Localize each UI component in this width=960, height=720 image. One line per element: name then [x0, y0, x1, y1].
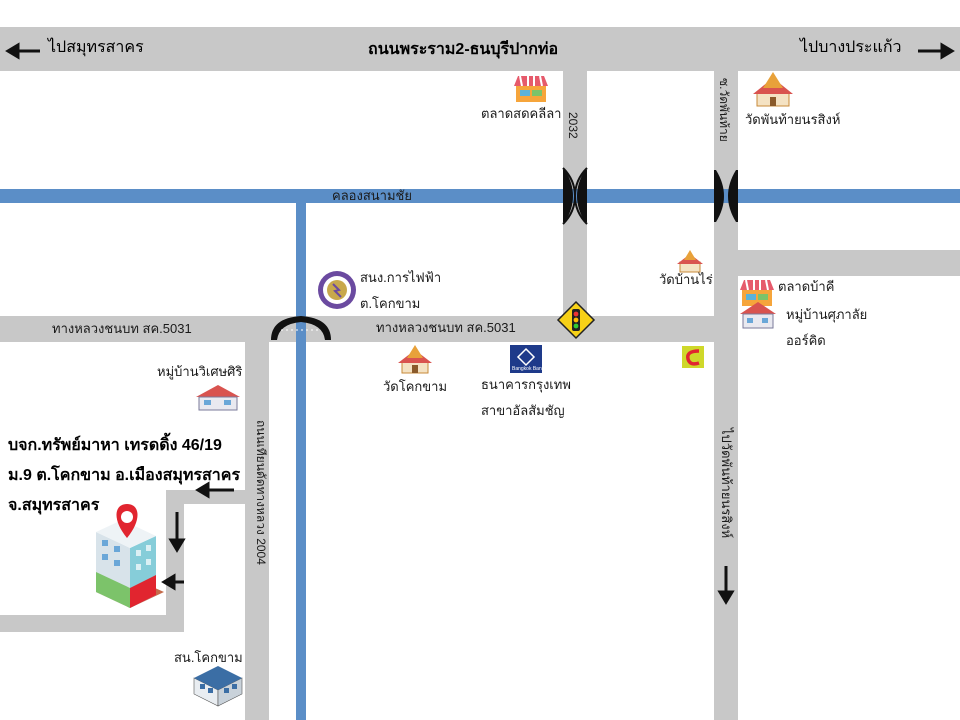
village-wiset-label: หมู่บ้านวิเศษศิริ: [157, 364, 243, 379]
soi-vertical: [166, 504, 184, 632]
market-stall-icon: [740, 279, 774, 306]
market-stall-icon: [514, 75, 548, 102]
main-road-rama2: [0, 27, 960, 71]
electric-authority-label-2: ต.โคกขาม: [360, 296, 421, 311]
direction-label-samut-sakhon: ไปสมุทรสาคร: [48, 39, 144, 56]
location-pin-icon: [116, 504, 138, 538]
temple-icon: [753, 72, 793, 107]
wat-khok-kham-label: วัดโคกขาม: [383, 379, 448, 394]
to-wat-phan-label: ไปวัดพันท้ายนรสิงห์: [719, 428, 734, 539]
bank-label: ธนาคารกรุงเทพ: [481, 377, 571, 392]
bridge-icon: [714, 170, 738, 222]
temple-icon: [677, 250, 703, 273]
electric-authority-seal-icon: [318, 271, 356, 309]
traffic-light-icon: [556, 300, 596, 340]
arrow-left-icon: [5, 42, 40, 60]
bank-logo-text: Bangkok Bank: [512, 366, 545, 372]
canal-sanam-chai: [0, 189, 960, 203]
electric-authority-label: สนง.การไฟฟ้า: [360, 270, 442, 285]
wat-ban-rai-label: วัดบ้านไร่: [659, 272, 713, 287]
arrow-left-icon: [195, 481, 234, 499]
highway-5031-label-left: ทางหลวงชนบท สค.5031: [52, 321, 192, 336]
soi-horizontal-top: [166, 490, 245, 504]
wat-phan-thai-label: วัดพันท้ายนรสิงห์: [745, 112, 841, 127]
bank-logo-icon: [510, 345, 542, 373]
highway-5031: [0, 316, 738, 342]
arrow-left-icon: [161, 573, 184, 591]
temple-icon: [398, 345, 432, 374]
police-station-label: สน.โคกขาม: [174, 650, 243, 665]
main-road-name: ถนนพระราม2-ธนบุรีปากท่อ: [368, 41, 559, 58]
bridge-icon: [271, 316, 331, 340]
company-address-line-2: ม.9 ต.โคกขาม อ.เมืองสมุทรสาคร: [8, 467, 241, 484]
canal-name: คลองสนามชัย: [332, 188, 412, 203]
bridge-icon: [562, 167, 588, 225]
company-address-line-3: จ.สมุทรสาคร: [8, 497, 100, 514]
market-lila-label: ตลาดสดคลีลา: [481, 106, 562, 121]
bank-label-2: สาขาอัลสัมชัญ: [481, 403, 565, 418]
village-house-icon: [196, 385, 240, 411]
village-supalai-label-2: ออร์คิด: [786, 333, 826, 348]
road-wat-phan: [714, 71, 738, 720]
company-address-line-1: บจก.ทรัพย์มาหา เทรดดิ้ง 46/19: [8, 437, 222, 454]
canal-vertical: [296, 203, 306, 720]
road-right-branch: [738, 250, 960, 276]
soi-horizontal-bottom: [0, 615, 184, 632]
police-station-icon: [193, 666, 243, 707]
arrow-down-icon: [168, 512, 186, 553]
village-house-icon: [740, 302, 776, 329]
village-supalai-label: หมู่บ้านศุภาลัย: [786, 307, 868, 322]
road-2004-label: ถนนเทียนดัดทางหลวง 2004: [254, 420, 268, 565]
arrow-down-icon: [717, 566, 735, 605]
direction-label-bang-prakaeo: ไปบางประแก้ว: [800, 39, 902, 56]
road-2032-label: 2032: [566, 112, 580, 139]
market-bakhi-label: ตลาดบ้าคี: [778, 279, 835, 294]
highway-5031-label-right: ทางหลวงชนบท สค.5031: [376, 320, 516, 335]
arrow-right-icon: [918, 42, 955, 60]
wat-phan-road-label: ซ.วัดพันท้าย: [717, 78, 731, 142]
road-2004: [245, 342, 269, 720]
convenience-store-icon: [682, 346, 704, 368]
